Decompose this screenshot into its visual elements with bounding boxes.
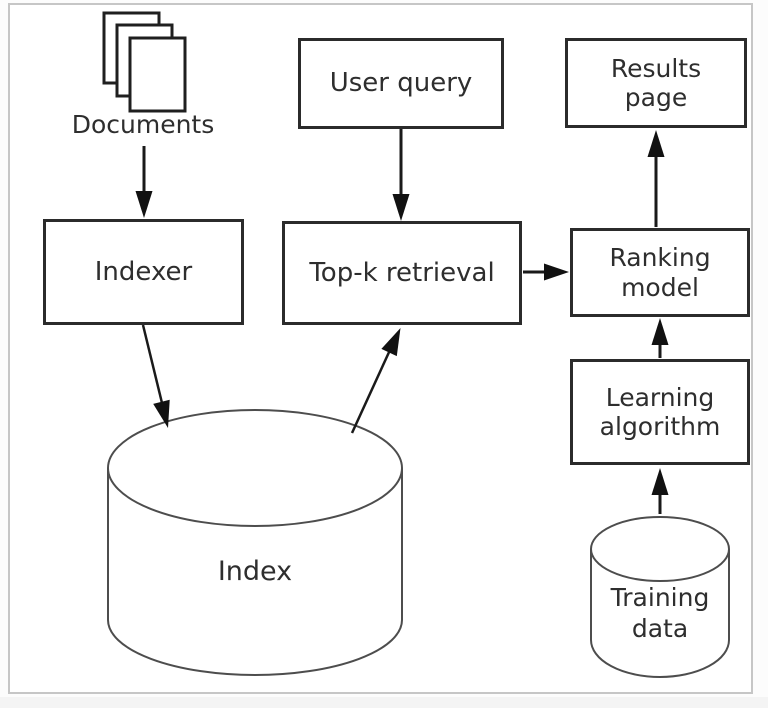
arrow-topk-to-ranking [523,263,569,281]
arrow-indexer-to-index [141,324,170,428]
node-ranking-model: Ranking model [570,228,750,317]
training-data-cylinder-icon [590,516,730,678]
arrow-user-query-to-topk [392,129,410,221]
node-learning-algorithm: Learning algorithm [570,359,750,465]
index-label: Index [217,556,293,587]
node-topk-retrieval: Top-k retrieval [282,221,522,325]
bottom-strip [0,697,768,708]
documents-icon [102,11,187,113]
arrow-documents-to-indexer [135,146,153,218]
arrow-training-to-learning [651,468,669,514]
training-data-label: Training data [610,583,710,643]
arrow-index-to-topk [350,328,401,434]
arrow-learning-to-ranking [651,318,669,358]
node-indexer: Indexer [43,219,244,325]
arrow-ranking-to-results [647,130,665,227]
node-user-query: User query [298,38,504,129]
node-results-page: Results page [565,38,747,128]
documents-label: Documents [71,110,215,139]
index-cylinder-icon [107,409,403,676]
